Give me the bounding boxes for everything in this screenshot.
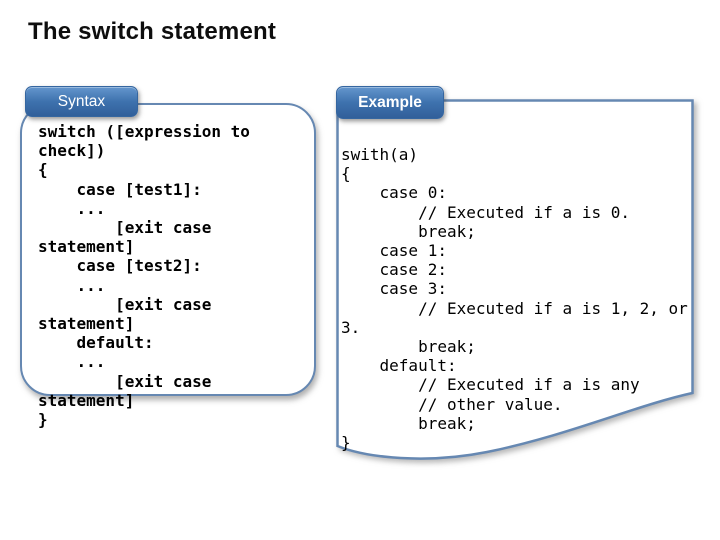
syntax-badge: Syntax: [25, 86, 138, 117]
syntax-panel: [20, 103, 316, 396]
example-badge: Example: [336, 86, 444, 119]
example-code-block: swith(a) { case 0: // Executed if a is 0…: [341, 145, 688, 453]
example-badge-label: Example: [358, 93, 422, 111]
example-panel-shape: [336, 99, 694, 460]
syntax-code-block: switch ([expression to check]) { case [t…: [38, 122, 250, 430]
syntax-badge-label: Syntax: [57, 92, 106, 110]
page-title: The switch statement: [28, 18, 277, 45]
example-panel: [336, 99, 694, 460]
